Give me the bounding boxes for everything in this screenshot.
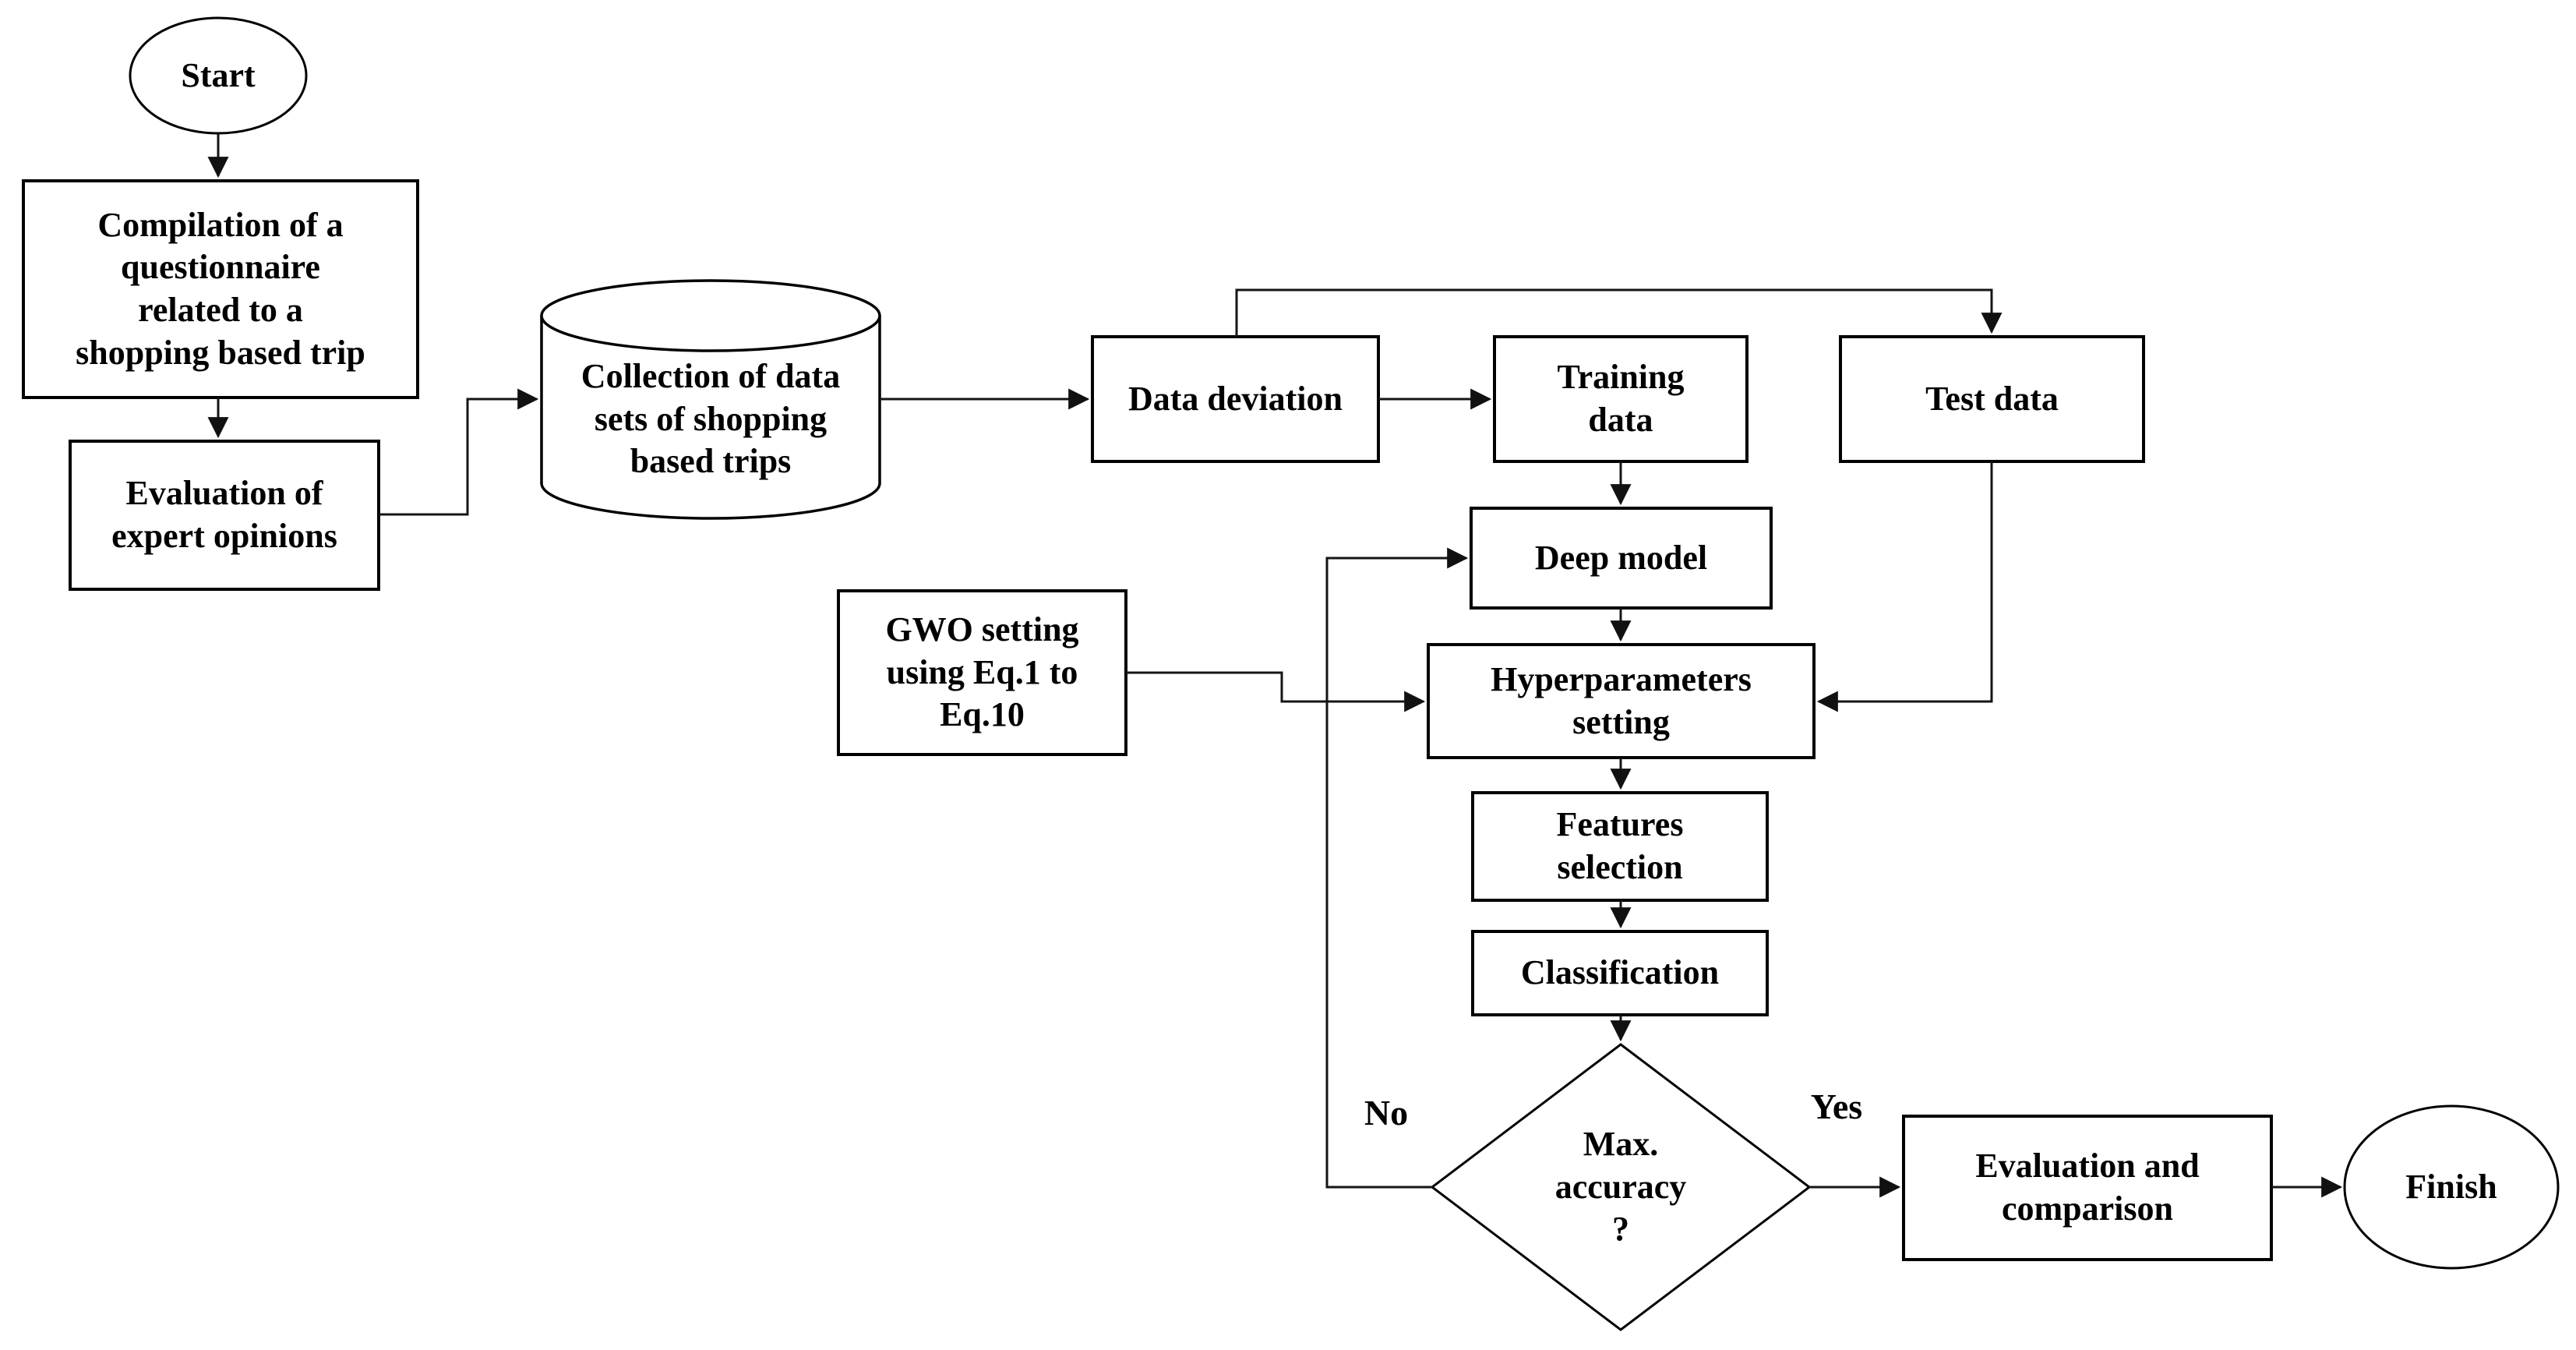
gwo-setting-box xyxy=(837,589,1127,756)
deep-model-box xyxy=(1470,507,1773,610)
training-data-box xyxy=(1493,335,1749,463)
evaluation-comparison-box xyxy=(1902,1115,2273,1261)
features-selection-box xyxy=(1471,791,1769,902)
cylinder-top-rim xyxy=(540,279,881,352)
edge-decision-no-to-deep-model xyxy=(1325,547,1469,1189)
test-data-box xyxy=(1839,335,2145,463)
edge-gwo-to-hyperparameters xyxy=(1126,671,1426,712)
data-deviation-box xyxy=(1091,335,1380,463)
evaluation-box xyxy=(69,440,380,591)
finish-terminator-ellipse xyxy=(2343,1104,2560,1270)
start-terminator-ellipse xyxy=(129,16,308,135)
edge-test-data-to-hyperparameters xyxy=(1816,461,1993,712)
decision-diamond xyxy=(1430,1043,1812,1331)
collection-cylinder xyxy=(540,279,881,520)
classification-box xyxy=(1471,930,1769,1016)
edge-data-deviation-to-test xyxy=(1235,288,2003,337)
edge-evaluation-to-collection xyxy=(379,388,539,516)
compilation-box xyxy=(22,179,419,399)
hyperparameters-box xyxy=(1427,643,1816,759)
